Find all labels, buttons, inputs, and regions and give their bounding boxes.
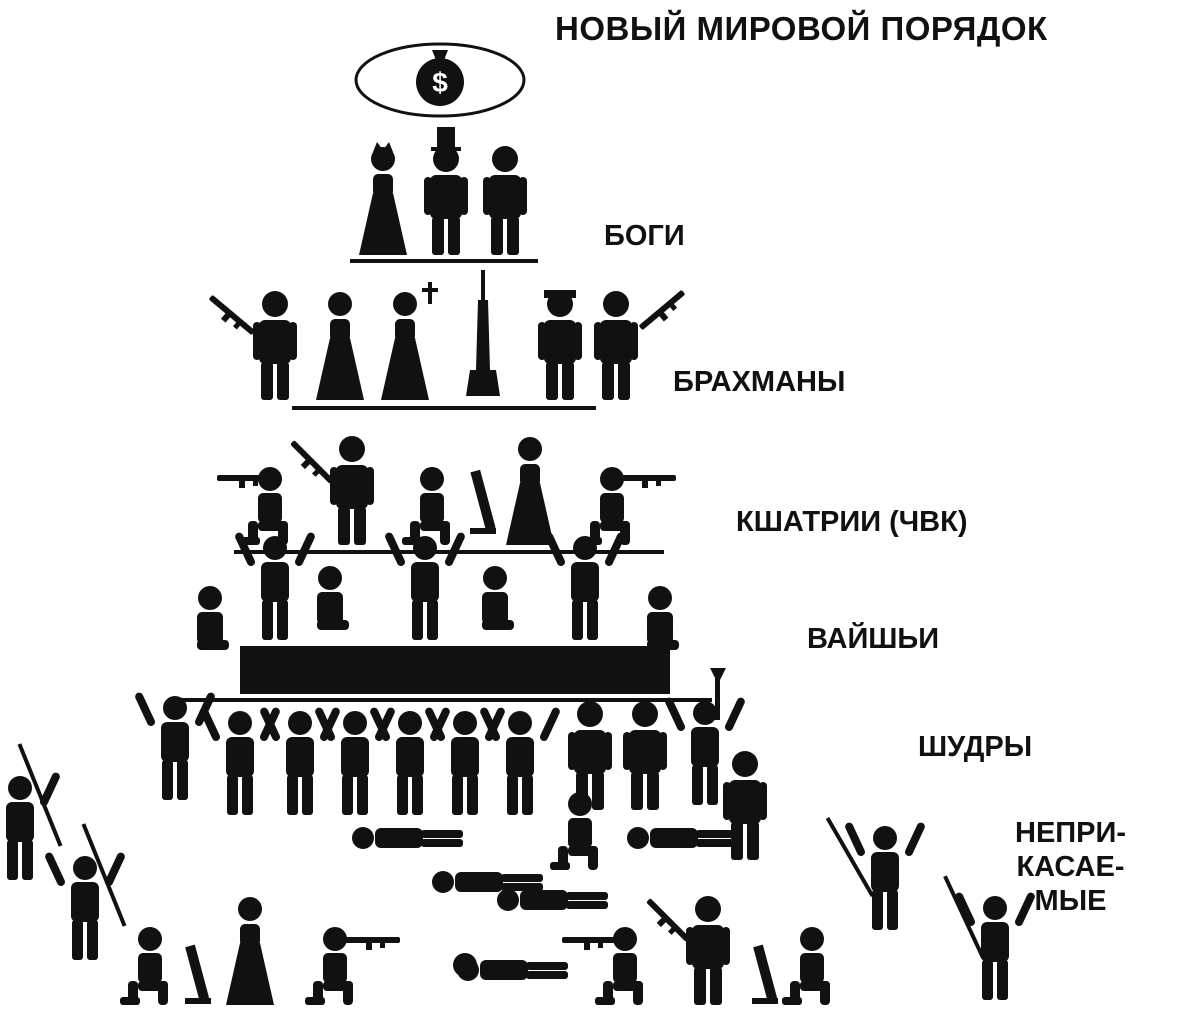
rifle-icon bbox=[204, 294, 256, 341]
female-soldier-figure bbox=[226, 897, 274, 1005]
rifle-icon bbox=[641, 898, 690, 947]
suit-figure bbox=[483, 146, 527, 255]
tier-untouchables-figures bbox=[0, 743, 1037, 1005]
fighter-figure bbox=[43, 851, 127, 960]
feasting-figure bbox=[197, 586, 229, 650]
feasting-figure bbox=[647, 586, 679, 650]
worker-figure bbox=[623, 701, 667, 810]
tier-vaishyas-figures bbox=[197, 531, 679, 694]
armed-guard-figure-right bbox=[594, 291, 638, 400]
worker-figure bbox=[133, 691, 217, 800]
cross-icon bbox=[428, 282, 432, 304]
feasting-figure bbox=[233, 531, 317, 640]
priest-figure bbox=[381, 292, 429, 400]
tier-line-kshatriyas bbox=[234, 550, 664, 554]
lying-figure bbox=[432, 871, 543, 893]
tier-label-untouchables-line-2: КАСАЕ- bbox=[1016, 851, 1125, 884]
kneeling-soldier-figure bbox=[120, 927, 168, 1005]
tier-label-untouchables-line-1: НЕПРИ- bbox=[1015, 817, 1126, 849]
mortar-icon bbox=[752, 944, 778, 1004]
tier-line-gods bbox=[350, 259, 538, 263]
lying-figure bbox=[627, 827, 738, 849]
armed-guard-figure-left bbox=[253, 291, 297, 400]
female-soldier-figure bbox=[506, 437, 554, 545]
rifle-icon bbox=[562, 937, 618, 950]
lying-figure bbox=[352, 827, 463, 849]
rifle-icon bbox=[638, 289, 690, 336]
tier-label-brahmins: БРАХМАНЫ bbox=[673, 366, 846, 398]
kneeling-soldier-figure bbox=[782, 927, 830, 1005]
feasting-figure bbox=[317, 566, 349, 630]
standing-soldier-figure bbox=[686, 896, 730, 1005]
rifle-icon bbox=[620, 475, 676, 488]
tier-gods-figures bbox=[359, 127, 527, 255]
tier-label-untouchables: НЕПРИ- КАСАЕ- МЫЕ bbox=[1015, 816, 1126, 919]
page-title: НОВЫЙ МИРОВОЙ ПОРЯДОК bbox=[555, 10, 1048, 47]
queen-figure bbox=[359, 147, 407, 255]
crown-icon bbox=[373, 142, 393, 152]
top-hat-icon bbox=[437, 127, 455, 149]
tier-line-brahmins bbox=[292, 406, 596, 410]
kneeling-soldier-figure bbox=[402, 467, 450, 545]
fighter-figure bbox=[843, 821, 927, 930]
feasting-figure bbox=[482, 566, 514, 630]
tier-label-kshatriyas: КШАТРИИ (ЧВК) bbox=[736, 506, 968, 538]
mortar-icon bbox=[470, 469, 496, 534]
hat-icon bbox=[544, 290, 576, 298]
tier-brahmins-figures bbox=[204, 270, 690, 400]
tier-label-shudras: ШУДРЫ bbox=[918, 731, 1033, 763]
worker-figure bbox=[478, 706, 562, 815]
shovel-icon bbox=[710, 668, 726, 720]
standing-soldier-figure bbox=[330, 436, 374, 545]
worker-figure bbox=[368, 706, 452, 815]
lying-figure bbox=[497, 889, 608, 911]
tier-kshatriyas-figures bbox=[217, 436, 676, 545]
tier-label-gods: БОГИ bbox=[604, 220, 685, 252]
bent-figure bbox=[550, 792, 598, 870]
banquet-table bbox=[240, 646, 670, 694]
mortar-icon bbox=[185, 944, 211, 1004]
feasting-figure bbox=[543, 531, 627, 640]
rifle-icon bbox=[285, 440, 334, 489]
cleric-figure bbox=[316, 292, 364, 400]
worker-figure bbox=[423, 706, 507, 815]
tier-shudras-figures bbox=[133, 668, 767, 860]
tower-icon bbox=[466, 270, 500, 396]
tier-line-vaishyas bbox=[178, 698, 712, 702]
worker-figure bbox=[258, 706, 342, 815]
money-eye-emblem: $ bbox=[354, 42, 526, 118]
rifle-icon bbox=[344, 937, 400, 950]
worker-figure bbox=[313, 706, 397, 815]
feasting-figure bbox=[383, 531, 467, 640]
money-bag-icon: $ bbox=[416, 50, 464, 106]
top-hat-figure bbox=[424, 146, 468, 255]
emblem-dollar-sign: $ bbox=[432, 67, 448, 98]
figure-head bbox=[453, 953, 477, 977]
rabbi-figure bbox=[538, 291, 582, 400]
tier-label-vaishyas: ВАЙШЬИ bbox=[807, 623, 940, 655]
tier-label-untouchables-line-3: МЫЕ bbox=[1034, 885, 1107, 918]
